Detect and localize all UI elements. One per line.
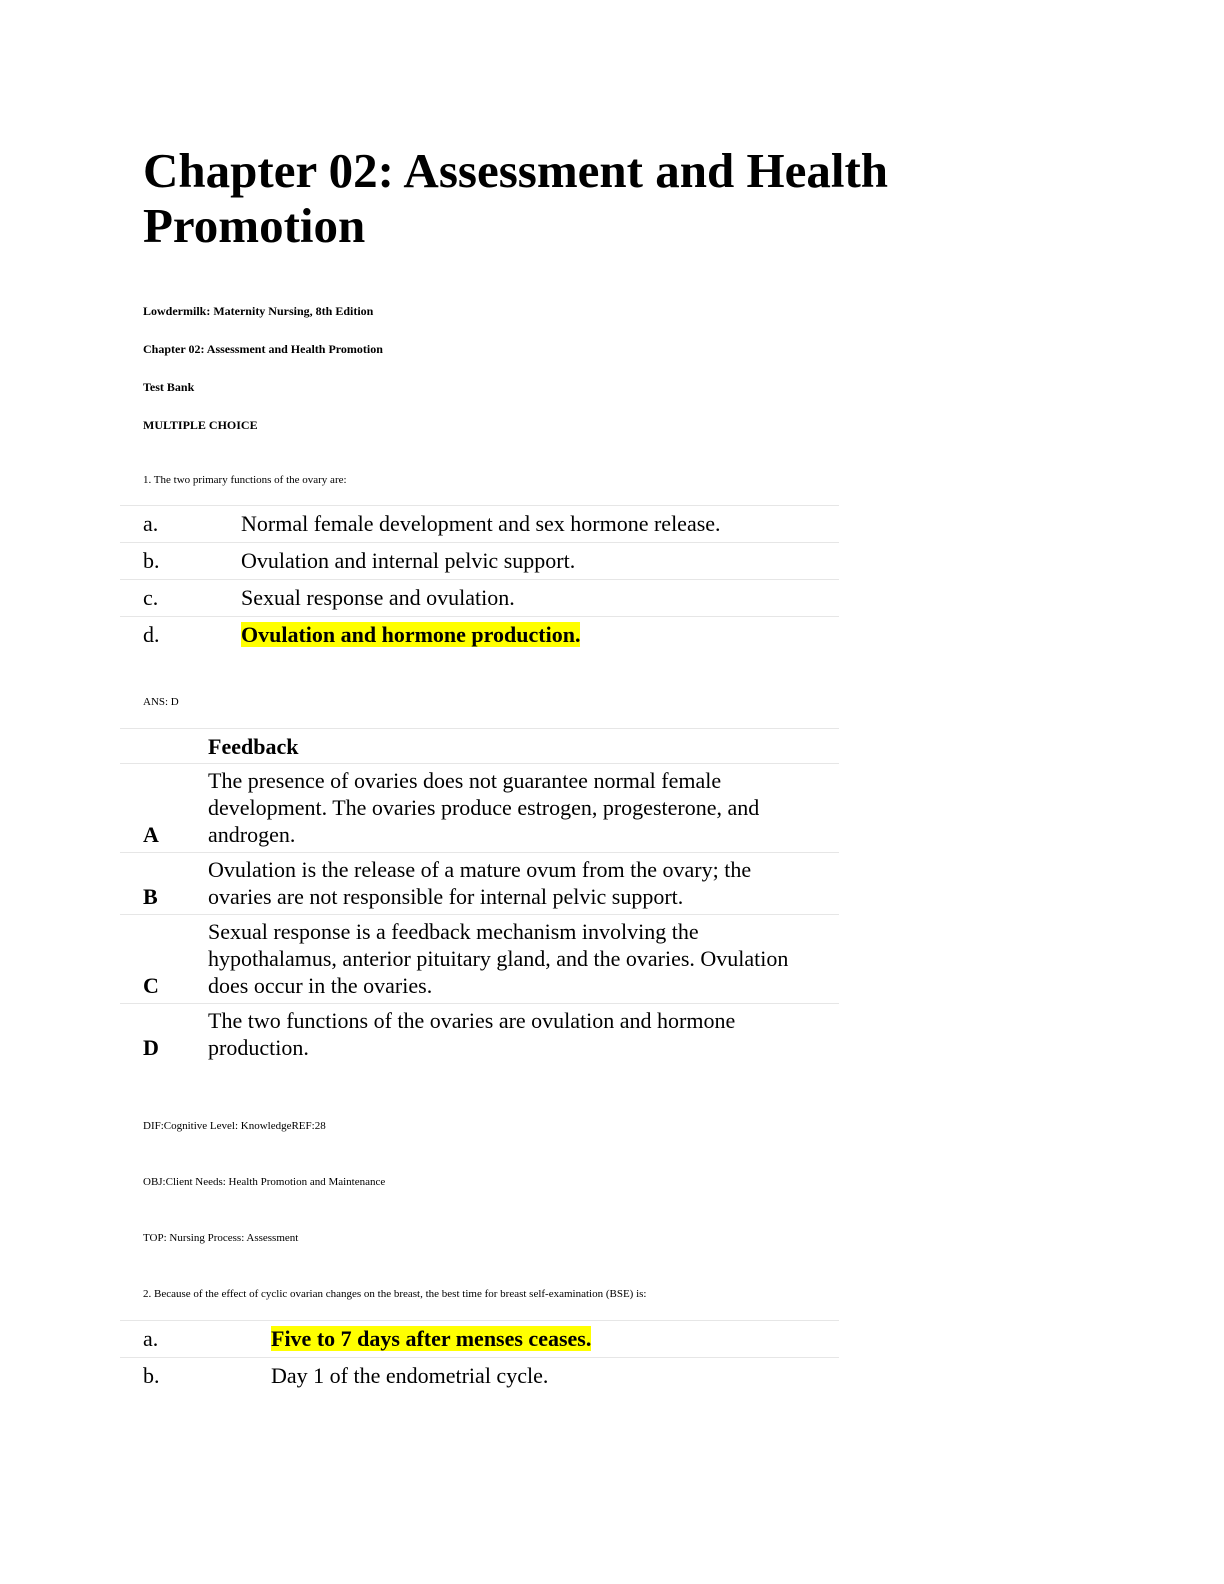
option-row: d. Ovulation and hormone production.	[120, 616, 839, 653]
feedback-text: Ovulation is the release of a mature ovu…	[208, 852, 839, 915]
feedback-key: D	[120, 1003, 208, 1065]
objective-line: OBJ:Client Needs: Health Promotion and M…	[143, 1176, 386, 1188]
feedback-header: Feedback	[208, 728, 839, 764]
option-text-correct: Five to 7 days after menses ceases.	[271, 1320, 839, 1358]
topic-line: TOP: Nursing Process: Assessment	[143, 1232, 299, 1244]
option-row: c. Sexual response and ovulation.	[120, 579, 839, 617]
option-row: a. Five to 7 days after menses ceases.	[120, 1320, 839, 1358]
feedback-table: Feedback A The presence of ovaries does …	[120, 728, 839, 1065]
test-bank-label: Test Bank	[143, 380, 195, 394]
feedback-text: The two functions of the ovaries are ovu…	[208, 1003, 839, 1065]
feedback-key: A	[120, 763, 208, 853]
difficulty-line: DIF:Cognitive Level: KnowledgeREF:28	[143, 1120, 326, 1132]
book-title: Lowdermilk: Maternity Nursing, 8th Editi…	[143, 304, 374, 318]
option-letter: b.	[120, 542, 241, 580]
option-row: b. Day 1 of the endometrial cycle.	[120, 1357, 839, 1394]
option-text: Sexual response and ovulation.	[241, 579, 839, 617]
answer-key: ANS: D	[143, 696, 179, 708]
feedback-key: B	[120, 852, 208, 915]
option-text: Ovulation and internal pelvic support.	[241, 542, 839, 580]
feedback-header-row: Feedback	[120, 728, 839, 764]
correct-answer-highlight: Five to 7 days after menses ceases.	[271, 1326, 592, 1351]
feedback-key: C	[120, 914, 208, 1004]
feedback-row: D The two functions of the ovaries are o…	[120, 1003, 839, 1065]
question-1-text: 1. The two primary functions of the ovar…	[143, 474, 347, 486]
feedback-text: Sexual response is a feedback mechanism …	[208, 914, 839, 1004]
option-letter: b.	[120, 1357, 271, 1394]
option-row: b. Ovulation and internal pelvic support…	[120, 542, 839, 580]
option-letter: c.	[120, 579, 241, 617]
correct-answer-highlight: Ovulation and hormone production.	[241, 622, 581, 647]
question-2-text: 2. Because of the effect of cyclic ovari…	[143, 1288, 647, 1300]
option-text-correct: Ovulation and hormone production.	[241, 616, 839, 653]
option-letter: a.	[120, 505, 241, 543]
feedback-row: C Sexual response is a feedback mechanis…	[120, 914, 839, 1004]
option-text: Normal female development and sex hormon…	[241, 505, 839, 543]
question-2-options: a. Five to 7 days after menses ceases. b…	[120, 1320, 839, 1394]
option-letter: d.	[120, 616, 241, 653]
question-1-options: a. Normal female development and sex hor…	[120, 505, 839, 653]
option-letter: a.	[120, 1320, 271, 1358]
feedback-row: A The presence of ovaries does not guara…	[120, 763, 839, 853]
page-title: Chapter 02: Assessment and Health Promot…	[143, 143, 889, 253]
feedback-row: B Ovulation is the release of a mature o…	[120, 852, 839, 915]
option-text: Day 1 of the endometrial cycle.	[271, 1357, 839, 1394]
section-heading: MULTIPLE CHOICE	[143, 418, 258, 432]
option-row: a. Normal female development and sex hor…	[120, 505, 839, 543]
chapter-label: Chapter 02: Assessment and Health Promot…	[143, 342, 383, 356]
feedback-text: The presence of ovaries does not guarant…	[208, 763, 839, 853]
